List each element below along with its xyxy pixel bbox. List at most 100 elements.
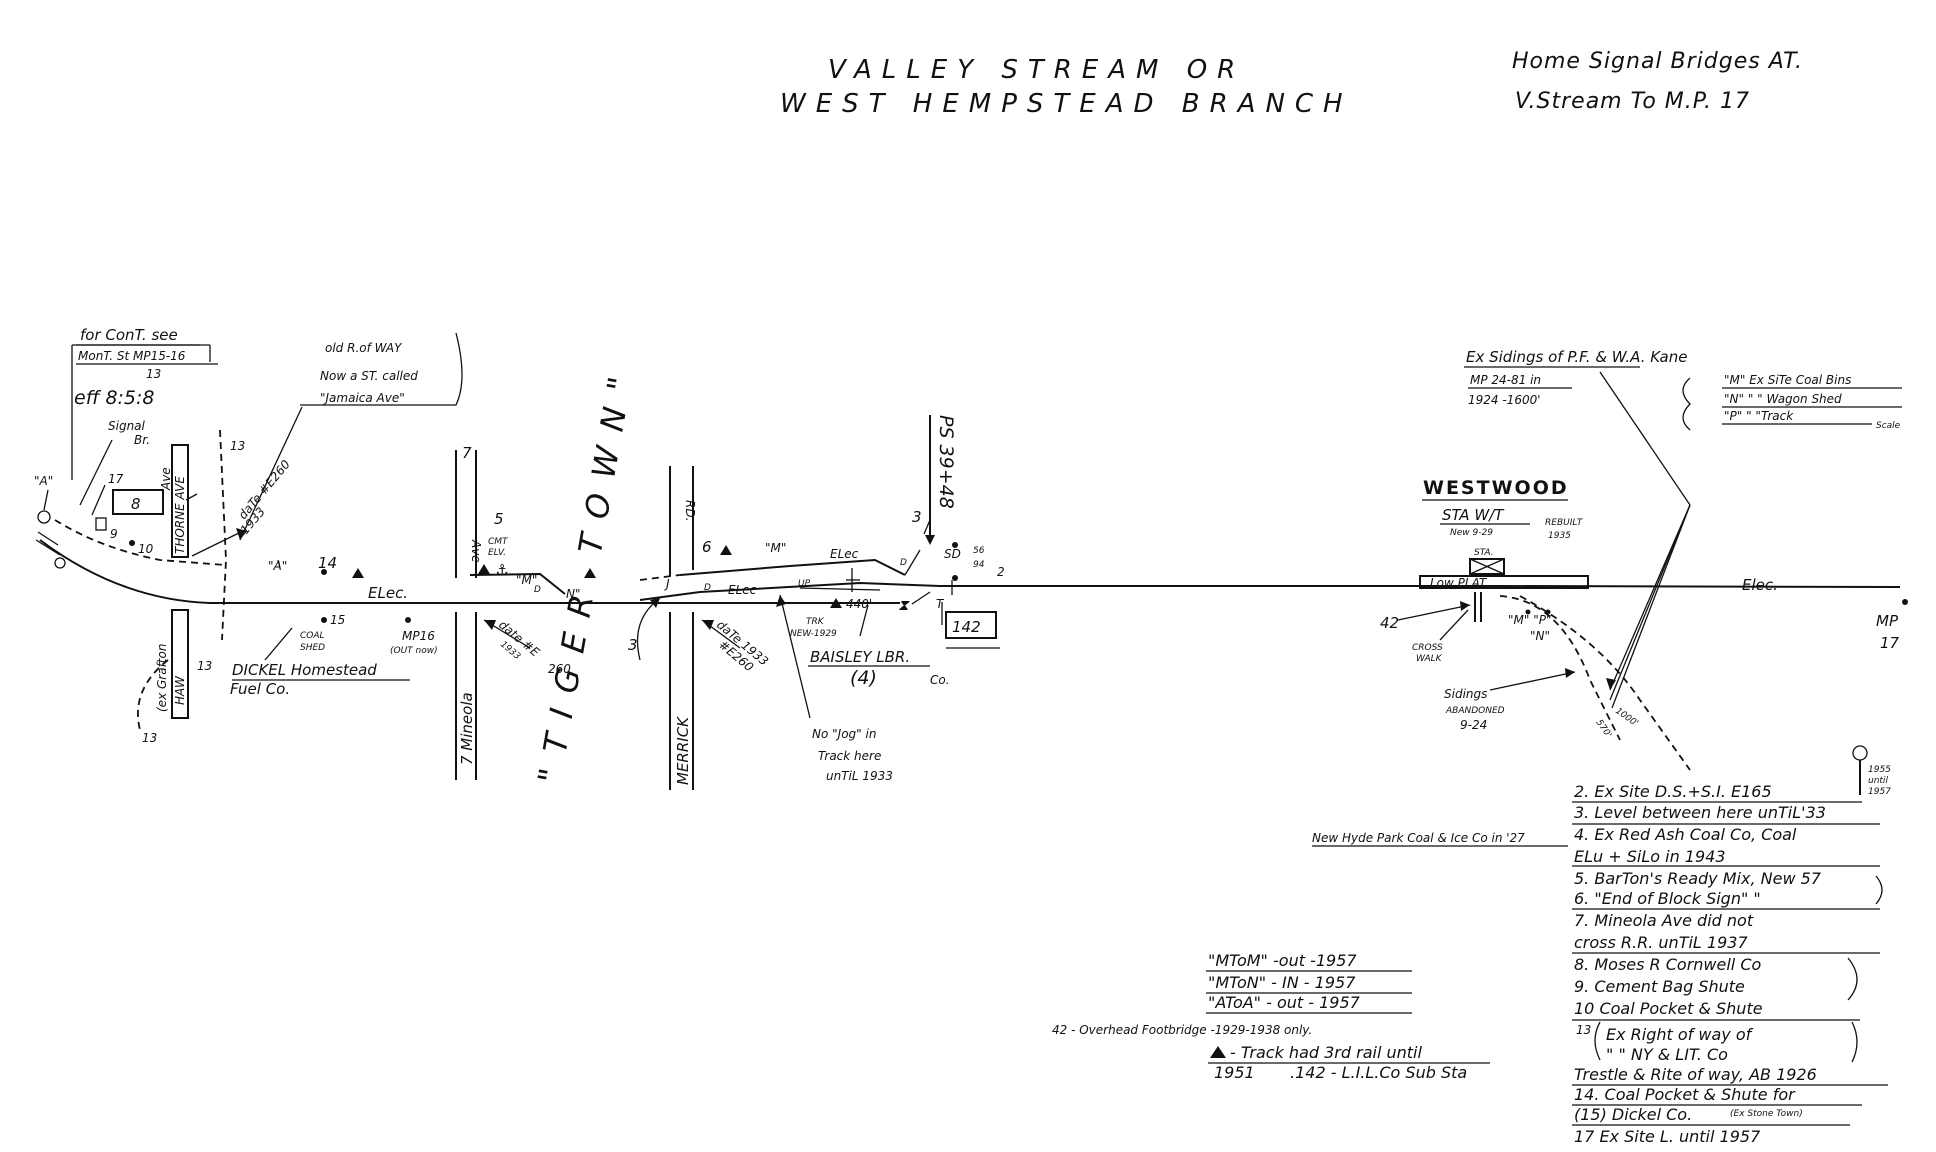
kane-b: MP 24-81 in — [1470, 373, 1541, 387]
baisley-4: (4) — [850, 667, 877, 689]
note-cont-b: MonT. St MP15-16 — [78, 349, 186, 363]
label-m-1: "M" — [516, 573, 537, 587]
note-eff: eff 8:5:8 — [74, 387, 155, 409]
nojog-3: unTiL 1933 — [826, 769, 893, 783]
baisley-co: Co. — [930, 673, 950, 687]
legend-14: 14. Coal Pocket & Shute for — [1574, 1085, 1796, 1104]
track-labels: "A" 14 ELec. 15 COAL SHED MP16 (OUT now)… — [230, 554, 438, 698]
oldrow-a: old R.of WAY — [325, 341, 403, 355]
sidings-3: 9-24 — [1460, 718, 1487, 732]
label-m-2: "M" — [765, 541, 786, 555]
switch-icon: ⧗ — [898, 596, 910, 614]
label-17: 17 — [108, 472, 124, 486]
oldrow-c: "Jamaica Ave" — [320, 391, 405, 405]
label-9: 9 — [110, 527, 118, 541]
thorne-ave-label-2: Ave — [159, 467, 173, 491]
baisley-area: TRK NEW-1929 440' ⧗ BAISLEY LBR. (4) Co.… — [776, 415, 1005, 783]
label-6: 6 — [702, 538, 712, 556]
haw-label: HAW — [173, 675, 187, 705]
label-5: 5 — [494, 510, 504, 528]
anchor-icon: ⚓ — [496, 561, 508, 579]
elec-westwood: Elec. — [1742, 576, 1778, 594]
legend-4: 4. Ex Red Ash Coal Co, Coal — [1574, 825, 1797, 844]
right-legend: 1955 until 1957 2. Ex Site D.S.+S.I. E16… — [1312, 745, 1891, 1146]
label-elec-3: ELec — [728, 583, 757, 597]
title-note2: V.Stream To M.P. 17 — [1515, 89, 1750, 114]
legend-atoa: "AToA" - out - 1957 — [1208, 993, 1361, 1012]
signal-label-b: Br. — [134, 433, 150, 447]
title-line2: WEST HEMPSTEAD BRANCH — [780, 89, 1353, 119]
siding-spur — [904, 549, 921, 576]
label-d-1: D — [534, 585, 541, 595]
legend-2: 2. Ex Site D.S.+S.I. E165 — [1574, 782, 1772, 801]
label-j: J — [664, 577, 670, 591]
legend-17: 17 Ex Site L. until 1957 — [1574, 1127, 1761, 1146]
track-end-a — [35, 539, 61, 556]
third-rail-icon — [352, 568, 364, 578]
legend-mton: "MToN" - IN - 1957 — [1208, 973, 1356, 992]
mp17-a: MP — [1876, 612, 1899, 630]
legend-3: 3. Level between here unTiL'33 — [1574, 803, 1826, 822]
legend-142: .142 - L.I.L.Co Sub Sta — [1290, 1063, 1467, 1082]
note-13a: 13 — [146, 367, 161, 381]
hyde-park-note: New Hyde Park Coal & Ice Co in '27 — [1312, 831, 1525, 845]
thorne-ave-label: THORNE AVE — [173, 476, 187, 554]
rd-label: RD. — [683, 500, 697, 521]
label-2: 2 — [997, 565, 1005, 579]
siding-mineola — [469, 572, 566, 595]
legend-7b: cross R.R. unTiL 1937 — [1574, 933, 1748, 952]
date-260-2: 260 — [548, 662, 571, 676]
mineola-top-7: 7 — [462, 444, 472, 462]
kane-c: 1924 -1600' — [1468, 393, 1541, 407]
sig-1955: 1955 — [1868, 765, 1891, 775]
legend-13b: " " NY & LIT. Co — [1606, 1045, 1728, 1064]
sta-box-label: STA. — [1474, 548, 1494, 558]
kane-m: "M" Ex SiTe Coal Bins — [1724, 373, 1851, 387]
ps-39-48: PS 39+48 — [935, 415, 957, 509]
cement-shute-icon — [95, 517, 107, 531]
mineola-ave-label: Ave — [469, 539, 483, 563]
third-rail-legend-icon — [1210, 1046, 1226, 1058]
thorne-ave-crossing — [171, 444, 189, 558]
label-a-track: "A" — [268, 559, 287, 573]
label-n-1: N" — [566, 587, 581, 601]
cross-walk-2: WALK — [1416, 654, 1443, 664]
sig-1957: 1957 — [1868, 787, 1891, 797]
kane-n: "N" " " Wagon Shed — [1724, 392, 1842, 406]
signal-a — [37, 510, 66, 569]
westwood-name: WESTWOOD — [1423, 477, 1569, 499]
marker-a-left: "A" — [34, 474, 53, 488]
legend-13a: Ex Right of way of — [1606, 1025, 1754, 1044]
haw-crossing — [171, 609, 189, 719]
signal-head-icon-2 — [54, 557, 66, 569]
mineola-label: 7 Mineola — [458, 692, 476, 765]
mp17-b: 17 — [1880, 634, 1900, 652]
legend-5: 5. BarTon's Ready Mix, New 57 — [1574, 869, 1822, 888]
title-note1: Home Signal Bridges AT. — [1512, 49, 1803, 74]
label-3a: 3 — [628, 636, 638, 654]
feet-570: 570' — [1594, 718, 1613, 740]
signal-label-a: Signal — [108, 419, 146, 433]
label-15: 15 — [330, 613, 345, 627]
platform-label: Low PLAT. — [1430, 576, 1489, 590]
legend-6: 6. "End of Block Sign" " — [1574, 889, 1761, 908]
label-3b: 3 — [912, 508, 922, 526]
cross-walk-1: CROSS — [1412, 643, 1443, 653]
legend-third-rail: - Track had 3rd rail until — [1230, 1043, 1422, 1062]
coal-shed-2: SHED — [300, 643, 325, 653]
label-8: 8 — [131, 495, 141, 513]
main-track-right — [639, 581, 1901, 601]
signal-head-icon — [37, 510, 51, 524]
substation-142-label: 142 — [952, 618, 981, 636]
legend-8: 8. Moses R Cornwell Co — [1574, 955, 1762, 974]
sta-wt: STA W/T — [1442, 506, 1505, 524]
sidings-2: ABANDONED — [1445, 706, 1505, 716]
sd-56: 56 — [973, 546, 985, 556]
label-14: 14 — [318, 554, 337, 572]
feet-1000: 1000' — [1613, 706, 1640, 729]
kane-p: "P" " "Track — [1724, 409, 1794, 423]
legend-13c: Trestle & Rite of way, AB 1926 — [1574, 1065, 1817, 1084]
sta-new: New 9-29 — [1450, 528, 1493, 538]
siding-baisley — [799, 587, 881, 591]
